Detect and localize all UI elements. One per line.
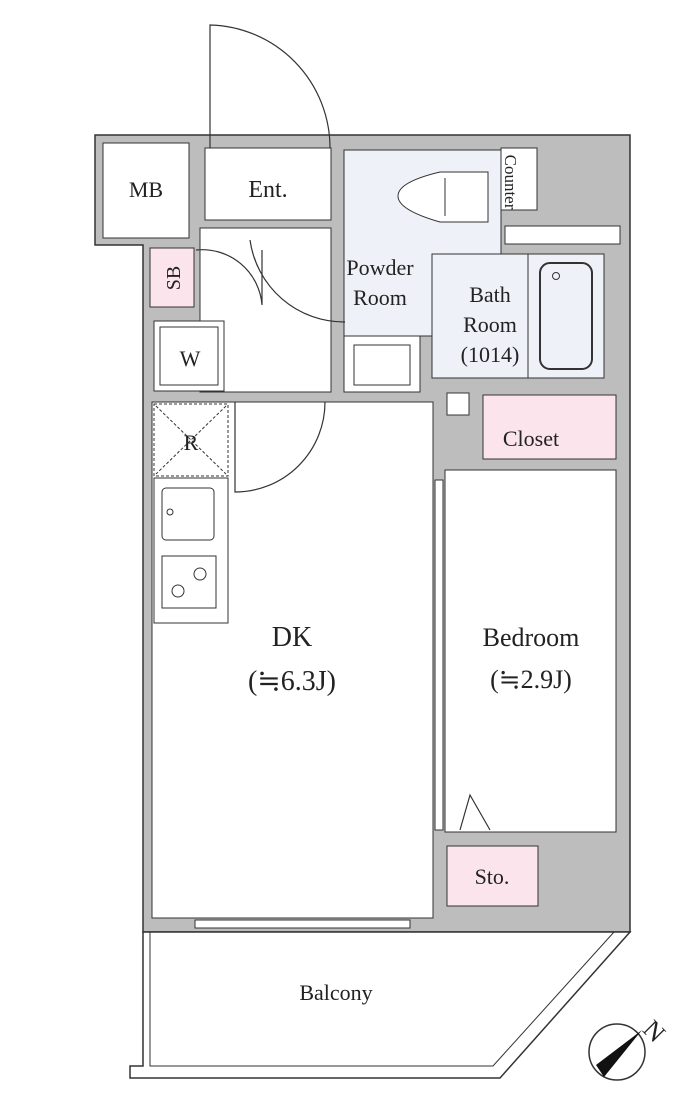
door-arcs (195, 24, 491, 831)
label-bath-size: (1014) (461, 342, 520, 367)
refrigerator-space (153, 403, 229, 477)
washer-space (153, 320, 225, 392)
room-closet (482, 394, 617, 460)
balcony (129, 931, 632, 1079)
label-entrance: Ent. (248, 177, 287, 203)
sliding-door (434, 479, 444, 831)
label-washer: W (180, 346, 201, 371)
window (194, 919, 411, 929)
washer-icon (159, 326, 219, 386)
label-powder-2: Room (353, 285, 407, 310)
toilet-icon (397, 171, 489, 223)
room-storage (446, 845, 539, 907)
label-bedroom: Bedroom (483, 623, 580, 652)
kitchen-sink-icon (161, 487, 215, 541)
compass-icon (588, 1023, 646, 1081)
counter (500, 147, 538, 211)
label-dk-size: (≒6.3J) (248, 666, 336, 697)
pipe-space (446, 392, 470, 416)
bathtub-icon (539, 262, 593, 370)
label-bedroom-size: (≒2.9J) (490, 665, 572, 694)
label-storage: Sto. (475, 864, 510, 889)
label-sb: SB (163, 266, 185, 290)
room-bedroom (444, 469, 617, 833)
label-dk: DK (272, 622, 312, 653)
label-balcony: Balcony (299, 980, 372, 1005)
label-powder-1: Powder (346, 255, 414, 280)
label-closet: Closet (503, 426, 559, 451)
label-refrigerator: R (184, 430, 199, 455)
label-counter: Counter (501, 155, 520, 210)
label-mb: MB (129, 177, 163, 202)
sink-area (343, 335, 421, 393)
room-mb (102, 142, 190, 239)
kitchen-counter (153, 477, 229, 624)
label-bath-2: Room (463, 312, 517, 337)
sink-icon (353, 344, 411, 386)
stove-icon (161, 555, 217, 609)
label-bath-1: Bath (469, 282, 511, 307)
counter-lower (504, 225, 621, 245)
room-sb (149, 247, 195, 308)
room-entrance (204, 147, 332, 221)
